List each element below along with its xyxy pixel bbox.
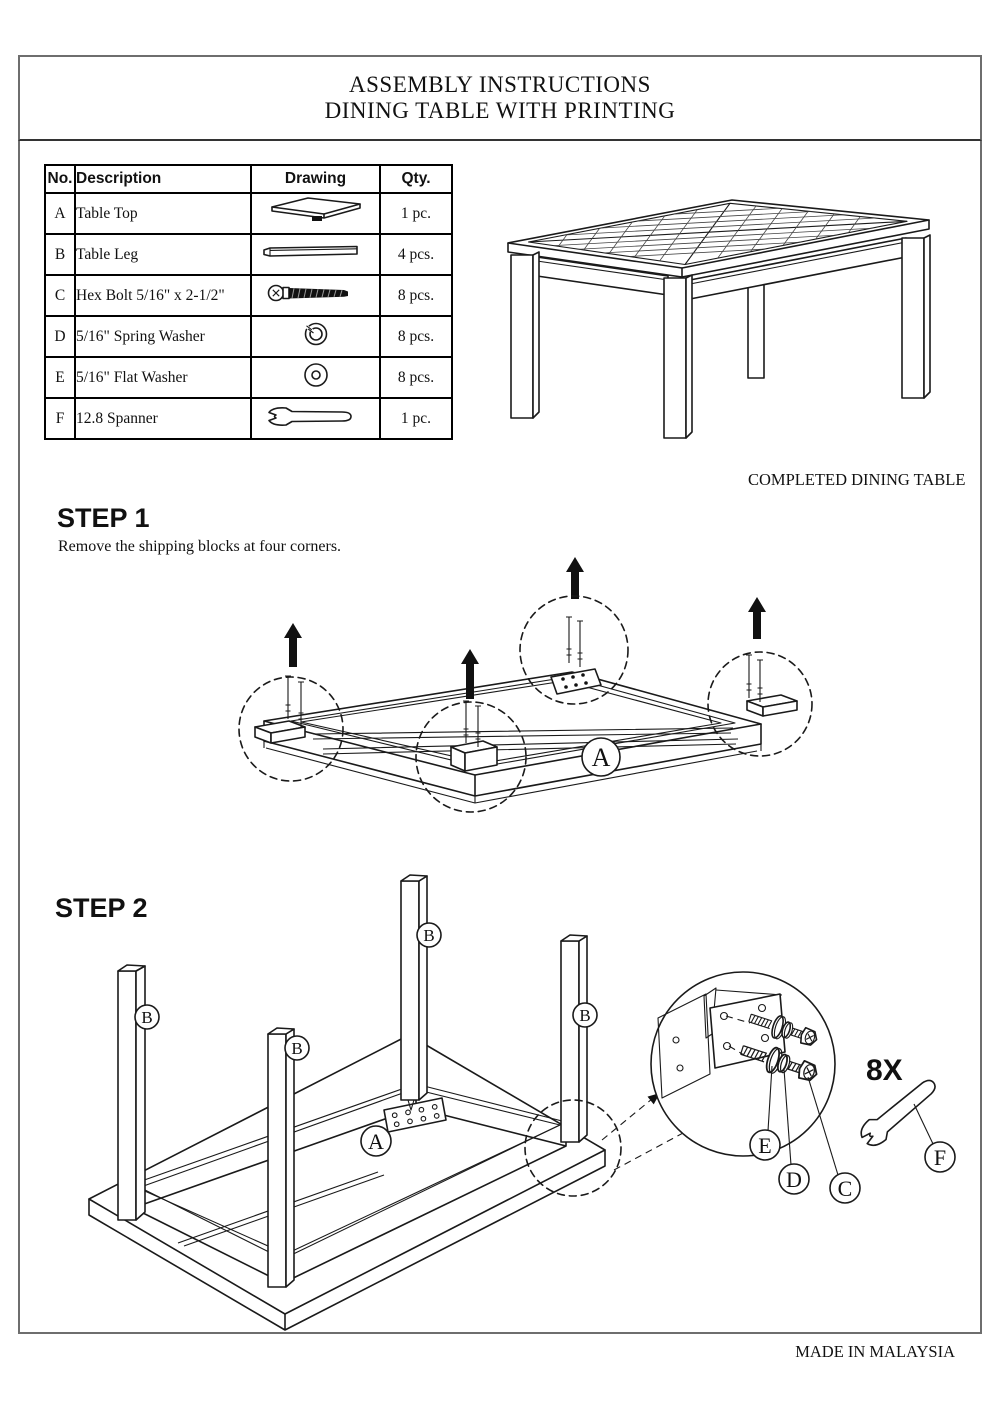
callout-b-label: B — [141, 1008, 152, 1027]
title-block: ASSEMBLY INSTRUCTIONS DINING TABLE WITH … — [18, 55, 982, 141]
flat-washer-icon — [303, 363, 328, 387]
callout-b2: B — [284, 1035, 310, 1061]
detail-zoom-circle — [650, 971, 836, 1157]
callout-b-label: B — [579, 1006, 590, 1025]
table-leg-b1 — [117, 964, 146, 1221]
spanner-drawing — [860, 1079, 936, 1147]
step2-heading: STEP 2 — [55, 893, 148, 923]
page-title: ASSEMBLY INSTRUCTIONS — [349, 72, 651, 97]
part-qty: 8 pcs. — [379, 356, 453, 399]
part-description: 5/16" Spring Washer — [74, 315, 252, 358]
part-drawing-cell — [250, 274, 381, 317]
callout-b1: B — [134, 1004, 160, 1030]
table-row: E 5/16" Flat Washer 8 pcs. — [44, 356, 453, 399]
made-in-label: MADE IN MALAYSIA — [795, 1342, 955, 1361]
parts-table: No. Description Drawing Qty. A Table Top… — [44, 164, 453, 440]
col-header-description: Description — [74, 164, 252, 194]
table-row: F 12.8 Spanner 1 pc. — [44, 397, 453, 440]
step1-heading: STEP 1 — [57, 503, 150, 533]
page-subtitle: DINING TABLE WITH PRINTING — [324, 98, 676, 123]
parts-table-header-row: No. Description Drawing Qty. — [44, 164, 453, 194]
callout-a: A — [581, 737, 621, 777]
corner-zoom-circle — [524, 1099, 622, 1197]
part-no: F — [44, 397, 76, 440]
part-drawing-cell — [250, 315, 381, 358]
table-leg-front-left — [510, 251, 540, 419]
table-row: D 5/16" Spring Washer 8 pcs. — [44, 315, 453, 358]
callout-b4: B — [572, 1002, 598, 1028]
part-qty: 4 pcs. — [379, 233, 453, 276]
callout-e-label: E — [758, 1133, 771, 1158]
part-qty: 8 pcs. — [379, 315, 453, 358]
table-leg-front — [663, 274, 693, 439]
part-description: Table Leg — [74, 233, 252, 276]
callout-c: C — [829, 1172, 861, 1204]
col-header-drawing: Drawing — [250, 164, 381, 194]
corner-detail-circle — [238, 676, 344, 782]
callout-a-label: A — [368, 1129, 384, 1154]
hex-bolt-icon — [267, 284, 348, 302]
table-leg-b4 — [560, 934, 588, 1143]
callout-f: F — [924, 1141, 956, 1173]
step1-instruction: Remove the shipping blocks at four corne… — [58, 538, 342, 555]
lift-arrows — [284, 557, 766, 699]
callout-f-label: F — [934, 1145, 946, 1170]
part-no: A — [44, 192, 76, 235]
shipping-block-middle — [450, 740, 498, 772]
table-leg-b3 — [400, 874, 428, 1111]
col-header-qty: Qty. — [379, 164, 453, 194]
part-drawing-cell — [250, 356, 381, 399]
part-qty: 1 pc. — [379, 192, 453, 235]
callout-c-label: C — [838, 1176, 853, 1201]
callout-a-label: A — [592, 743, 611, 772]
part-no: B — [44, 233, 76, 276]
table-row: A Table Top 1 pc. — [44, 192, 453, 235]
completed-table-drawing — [507, 199, 931, 439]
part-no: E — [44, 356, 76, 399]
callout-b-label: B — [291, 1039, 302, 1058]
completed-table-caption: COMPLETED DINING TABLE — [748, 470, 966, 489]
corner-detail-circle — [707, 651, 813, 757]
shipping-screws — [285, 616, 763, 747]
table-leg-b2 — [267, 1027, 295, 1288]
corner-bracket — [550, 668, 602, 695]
spring-washer-icon — [304, 322, 327, 346]
table-row: C Hex Bolt 5/16" x 2-1/2" 8 pcs. — [44, 274, 453, 317]
table-leg-right — [901, 234, 931, 399]
callout-b3: B — [416, 922, 442, 948]
part-no: D — [44, 315, 76, 358]
step1-diagram: A — [238, 557, 813, 813]
part-drawing-cell — [250, 397, 381, 440]
part-description: Hex Bolt 5/16" x 2-1/2" — [74, 274, 252, 317]
callout-b-label: B — [423, 926, 434, 945]
part-drawing-cell — [250, 192, 381, 235]
corner-detail-circle — [415, 701, 527, 813]
hardware-count-label: 8X — [866, 1054, 903, 1087]
detail-corner-view — [657, 987, 822, 1099]
corner-detail-circle — [519, 595, 629, 705]
part-no: C — [44, 274, 76, 317]
part-description: 5/16" Flat Washer — [74, 356, 252, 399]
part-qty: 8 pcs. — [379, 274, 453, 317]
table-top-icon — [270, 197, 361, 221]
part-description: Table Top — [74, 192, 252, 235]
step2-diagram: B B B B A — [88, 874, 956, 1331]
table-row: B Table Leg 4 pcs. — [44, 233, 453, 276]
part-qty: 1 pc. — [379, 397, 453, 440]
callout-d: D — [778, 1163, 810, 1195]
callout-e: E — [749, 1129, 781, 1161]
table-leg-icon — [262, 245, 358, 257]
col-header-no: No. — [44, 164, 76, 194]
spanner-icon — [267, 407, 352, 426]
callout-a: A — [360, 1125, 392, 1157]
callout-d-label: D — [786, 1167, 802, 1192]
corner-bracket — [383, 1097, 447, 1133]
part-drawing-cell — [250, 233, 381, 276]
part-description: 12.8 Spanner — [74, 397, 252, 440]
shipping-block-left — [254, 720, 306, 744]
shipping-block-right — [746, 694, 798, 717]
